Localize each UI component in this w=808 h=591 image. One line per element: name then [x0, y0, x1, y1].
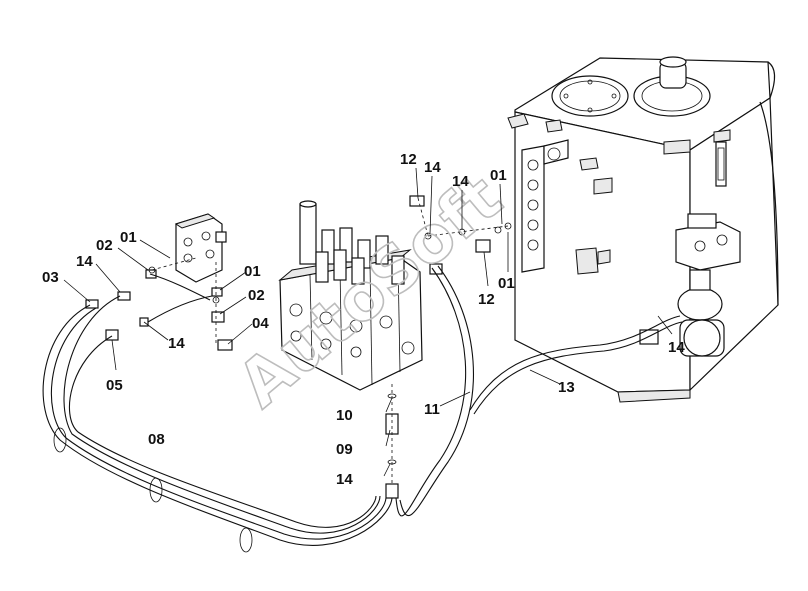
part-label-14: 14	[168, 335, 185, 352]
part-label-01: 01	[120, 229, 137, 246]
part-label-02: 02	[248, 287, 265, 304]
part-label-10: 10	[336, 407, 353, 424]
hoses	[42, 265, 683, 553]
part-label-13: 13	[558, 379, 575, 396]
part-label-01: 01	[244, 263, 261, 280]
hydraulic-tank	[507, 56, 779, 403]
part-label-14: 14	[668, 339, 685, 356]
part-labels: 01 02 03 14 01 02 04 14 05 08 12 14 14 0…	[42, 151, 685, 488]
part-label-04: 04	[252, 315, 269, 332]
part-label-14: 14	[424, 159, 441, 176]
part-label-03: 03	[42, 269, 59, 286]
part-label-05: 05	[106, 377, 123, 394]
part-label-14: 14	[336, 471, 353, 488]
part-label-11: 11	[424, 401, 440, 418]
part-label-02: 02	[96, 237, 113, 254]
part-label-08: 08	[148, 431, 165, 448]
part-label-01: 01	[498, 275, 515, 292]
part-label-12: 12	[400, 151, 417, 168]
control-valve	[278, 200, 423, 391]
part-label-14: 14	[452, 173, 469, 190]
part-label-09: 09	[336, 441, 353, 458]
part-label-12: 12	[478, 291, 495, 308]
pilot-valve-block	[174, 213, 227, 283]
part-label-14: 14	[76, 253, 93, 270]
leader-lines	[63, 167, 673, 477]
fittings	[85, 195, 512, 499]
part-label-01: 01	[490, 167, 507, 184]
